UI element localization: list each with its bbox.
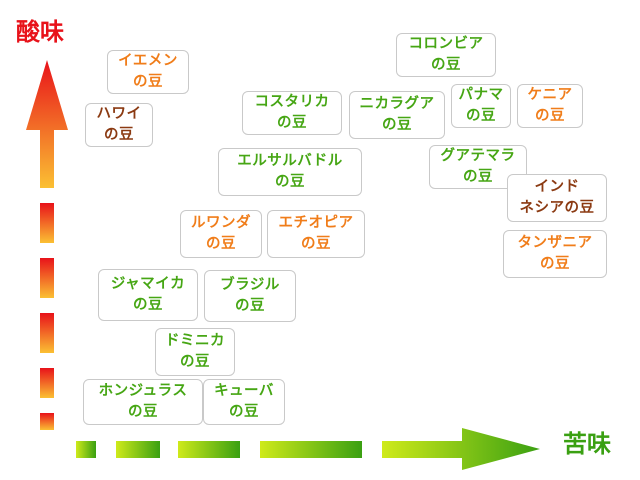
bean-name: インド <box>534 179 580 195</box>
bean-box: ニカラグアの豆 <box>349 91 445 139</box>
bean-box: キューバの豆 <box>203 379 285 425</box>
bean-suffix: の豆 <box>133 297 163 313</box>
bean-suffix: ネシアの豆 <box>519 200 595 216</box>
bean-name: ブラジル <box>220 277 280 293</box>
y-axis-arrowhead <box>26 60 68 188</box>
bean-suffix: の豆 <box>301 236 331 252</box>
bean-suffix: の豆 <box>128 404 158 420</box>
bean-box: ハワイの豆 <box>85 103 153 147</box>
bean-box: コロンビアの豆 <box>396 33 496 77</box>
bean-name: グアテマラ <box>440 148 516 164</box>
bean-suffix: の豆 <box>133 74 163 90</box>
x-axis-label-bitterness: 苦味 <box>563 430 611 458</box>
y-axis-dash <box>40 258 54 298</box>
x-axis-arrow <box>76 428 540 470</box>
y-axis-dash <box>40 413 54 430</box>
bean-suffix: の豆 <box>275 174 305 190</box>
bean-suffix: の豆 <box>206 236 236 252</box>
bean-suffix: の豆 <box>463 169 493 185</box>
bean-box: コスタリカの豆 <box>242 91 342 135</box>
bean-name: タンザニア <box>517 235 593 251</box>
bean-name: コロンビア <box>408 36 484 52</box>
y-axis-dash <box>40 203 54 243</box>
y-axis-arrow <box>26 60 68 430</box>
bean-name: パナマ <box>458 87 504 103</box>
bean-name: キューバ <box>214 383 274 399</box>
bean-box: ケニアの豆 <box>517 84 583 128</box>
x-axis-dash <box>260 441 362 458</box>
bean-name: ドミニカ <box>165 333 225 349</box>
bean-name: ケニア <box>527 87 573 103</box>
bean-name: ジャマイカ <box>110 276 186 292</box>
bean-name: エルサルバドル <box>237 153 343 169</box>
bean-suffix: の豆 <box>431 57 461 73</box>
bean-box: イエメンの豆 <box>107 50 189 94</box>
bean-suffix: の豆 <box>180 354 210 370</box>
bean-name: ニカラグア <box>359 96 435 112</box>
x-axis-arrowhead <box>382 428 540 470</box>
bean-name: ホンジュラス <box>98 383 188 399</box>
y-axis-label-acidity: 酸味 <box>16 18 64 46</box>
bean-name: ルワンダ <box>191 215 251 231</box>
bean-suffix: の豆 <box>229 404 259 420</box>
bean-name: エチオピア <box>278 215 354 231</box>
bean-name: イエメン <box>118 53 178 69</box>
bean-suffix: の豆 <box>466 108 496 124</box>
bean-box: ホンジュラスの豆 <box>83 379 203 425</box>
bean-suffix: の豆 <box>277 115 307 131</box>
bean-box: タンザニアの豆 <box>503 230 607 278</box>
y-axis-dash <box>40 368 54 398</box>
bean-name: コスタリカ <box>254 94 330 110</box>
bean-box: ドミニカの豆 <box>155 328 235 376</box>
bean-box: エチオピアの豆 <box>267 210 365 258</box>
bean-box: エルサルバドルの豆 <box>218 148 362 196</box>
y-axis-dash <box>40 313 54 353</box>
bean-suffix: の豆 <box>104 127 134 143</box>
x-axis-dash <box>76 441 96 458</box>
bean-box: ブラジルの豆 <box>204 270 296 322</box>
bean-suffix: の豆 <box>540 256 570 272</box>
bean-suffix: の豆 <box>382 117 412 133</box>
bean-name: ハワイ <box>96 106 142 122</box>
x-axis-dash <box>178 441 240 458</box>
bean-box: ルワンダの豆 <box>180 210 262 258</box>
bean-suffix: の豆 <box>235 298 265 314</box>
x-axis-dash <box>116 441 160 458</box>
bean-box: インドネシアの豆 <box>507 174 607 222</box>
bean-box: ジャマイカの豆 <box>98 269 198 321</box>
bean-box: パナマの豆 <box>451 84 511 128</box>
bean-suffix: の豆 <box>535 108 565 124</box>
